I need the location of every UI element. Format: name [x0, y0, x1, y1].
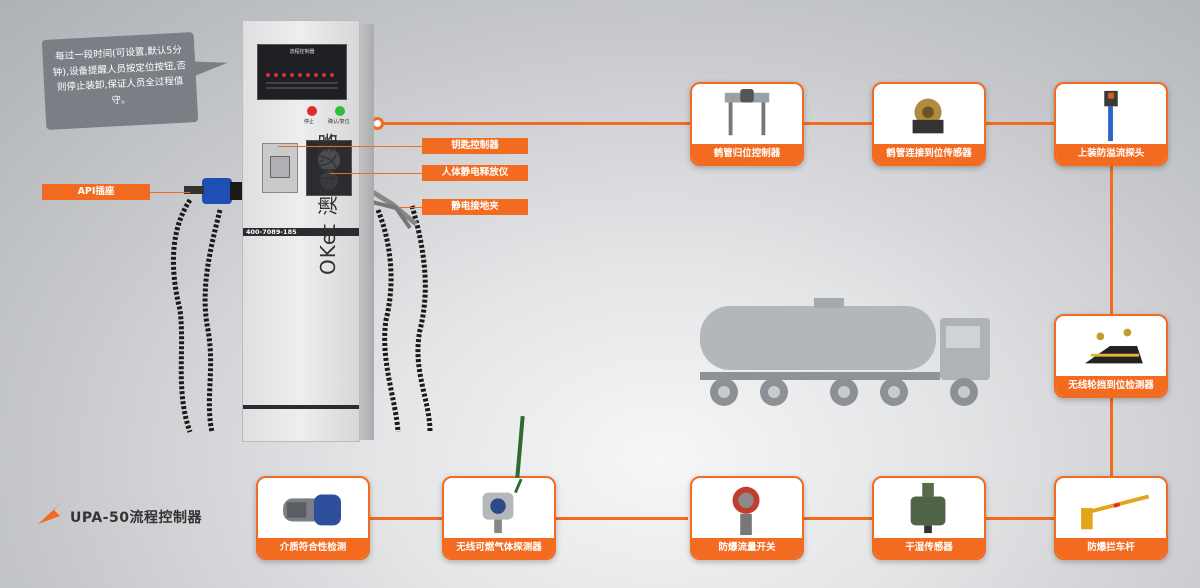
- card-label: 无线可燃气体探测器: [444, 538, 554, 558]
- callout-line: [400, 207, 422, 208]
- panel-indicators: [266, 73, 338, 89]
- callout-api-socket: API插座: [42, 184, 150, 200]
- callout-line: [150, 192, 190, 193]
- card-label: 防爆拦车杆: [1056, 538, 1166, 558]
- medium-check-icon: [283, 494, 341, 526]
- stop-button[interactable]: [307, 106, 317, 116]
- dry-sensor-icon: [910, 482, 946, 534]
- hotline-number: 400-7089-185: [246, 228, 297, 236]
- card-label: 介质符合性检测: [258, 538, 368, 558]
- card-label: 鹤管连接到位传感器: [874, 144, 984, 164]
- tanker-truck-illustration: [700, 298, 990, 406]
- control-panel-display: 流程控制器: [257, 44, 347, 100]
- card-label: 干湿传感器: [874, 538, 984, 558]
- callout-line: [330, 173, 422, 174]
- card-label: 无线轮挡到位检测器: [1056, 376, 1166, 396]
- callout-body-static: 人体静电释放仪: [422, 165, 528, 181]
- card-barrier[interactable]: 防爆拦车杆: [1054, 476, 1168, 560]
- antenna-icon: [515, 415, 525, 479]
- card-flow-switch[interactable]: 防爆流量开关: [690, 476, 804, 560]
- card-crane-return[interactable]: 鹤管归位控制器: [690, 82, 804, 166]
- card-label: 鹤管归位控制器: [692, 144, 802, 164]
- arrow-icon: [38, 502, 62, 524]
- hose-illustration: [171, 198, 433, 433]
- crane-return-icon: [724, 88, 770, 136]
- card-dry-sensor[interactable]: 干湿传感器: [872, 476, 986, 560]
- phone-strip: [243, 228, 359, 236]
- flow-line: [1110, 162, 1113, 314]
- card-label: 防爆流量开关: [692, 538, 802, 558]
- gas-detector-icon: [482, 478, 523, 534]
- callout-line: [278, 146, 422, 147]
- product-title: UPA-50流程控制器: [70, 510, 202, 526]
- panel-title: 流程控制器: [289, 49, 315, 55]
- card-label: 上装防溢流探头: [1056, 144, 1166, 164]
- barrier-icon: [1081, 494, 1150, 530]
- crane-connect-icon: [912, 98, 944, 134]
- brand-logo: OKet 澳科仪器: [316, 131, 340, 275]
- flow-line: [556, 517, 688, 520]
- wheel-chock-icon: [1084, 328, 1143, 364]
- confirm-button[interactable]: [335, 106, 345, 116]
- card-wheel-chock[interactable]: 无线轮挡到位检测器: [1054, 314, 1168, 398]
- flow-line: [1110, 398, 1113, 476]
- stop-button-label: 停止: [304, 119, 315, 125]
- callout-ground-clamp: 静电接地夹: [422, 199, 528, 215]
- flow-line: [986, 122, 1054, 125]
- ground-clamp-icon: [364, 185, 418, 230]
- body-static-release[interactable]: [306, 140, 352, 196]
- flow-line: [804, 517, 872, 520]
- flow-line: [986, 517, 1054, 520]
- api-socket-icon: [184, 178, 242, 204]
- overflow-probe-icon: [1104, 90, 1118, 142]
- key-controller[interactable]: [262, 143, 298, 193]
- callout-key-controller: 钥匙控制器: [422, 138, 528, 154]
- flow-switch-icon: [732, 486, 760, 536]
- card-overflow-probe[interactable]: 上装防溢流探头: [1054, 82, 1168, 166]
- kiosk-side-panel: [360, 24, 374, 440]
- card-medium-check[interactable]: 介质符合性检测: [256, 476, 370, 560]
- card-gas-detector[interactable]: 无线可燃气体探测器: [442, 476, 556, 560]
- confirm-button-label: 确认/复位: [328, 119, 350, 125]
- card-crane-connect[interactable]: 鹤管连接到位传感器: [872, 82, 986, 166]
- flow-line: [378, 122, 690, 125]
- flow-line: [804, 122, 872, 125]
- note-bubble: 每过一段时间(可设置,默认5分钟),设备提醒人员按定位按钮,否则停止装卸,保证人…: [41, 32, 199, 130]
- flow-line: [370, 517, 442, 520]
- kiosk-stripe: [243, 405, 359, 409]
